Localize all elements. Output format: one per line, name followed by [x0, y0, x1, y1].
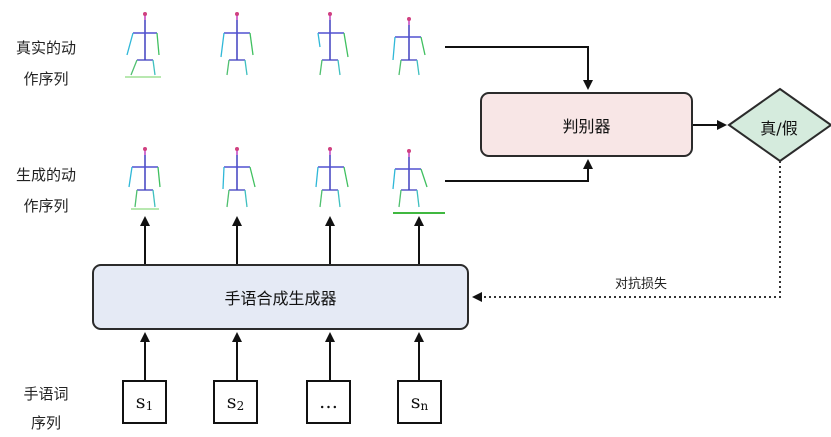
discriminator-box: 判别器 [480, 92, 693, 157]
real-pose-figure-2 [220, 12, 254, 76]
word-token-ellipsis: … [306, 380, 351, 424]
real-sequence-label-line1: 真实的动 [15, 39, 76, 57]
word-token-ellipsis-base: … [319, 391, 338, 413]
decision-label: 真/假 [760, 119, 798, 138]
word-token-2-subscript: 2 [236, 399, 245, 413]
word-sequence-label: 手语词 序列 [6, 384, 86, 434]
arrow-real-to-discriminator [445, 46, 593, 90]
generated-pose-figure-4 [392, 149, 445, 214]
adversarial-loss-arrow [472, 161, 781, 302]
decision-diamond [727, 87, 831, 163]
arrow-generated-to-discriminator [445, 159, 593, 182]
adversarial-loss-label: 对抗损失 [615, 277, 668, 292]
word-token-1-base: s [135, 391, 146, 413]
generated-pose-figure-2 [222, 147, 256, 208]
word-token-n-subscript: n [420, 399, 429, 413]
word-sequence-label-line2: 序列 [30, 414, 61, 432]
real-sequence-label: 真实的动 作序列 [6, 38, 86, 90]
generated-pose-figure-1 [128, 147, 161, 210]
word-token-2-base: s [226, 391, 237, 413]
word-sequence-label-line1: 手语词 [23, 385, 69, 403]
real-sequence-label-line2: 作序列 [23, 70, 69, 88]
generator-box: 手语合成生成器 [92, 264, 469, 330]
real-pose-figure-3 [317, 12, 349, 76]
generated-sequence-label-line2: 作序列 [23, 197, 69, 215]
generated-pose-figure-3 [315, 147, 349, 208]
real-pose-figure-4 [392, 17, 426, 76]
generated-sequence-label: 生成的动 作序列 [6, 165, 86, 217]
generator-label: 手语合成生成器 [224, 289, 337, 308]
discriminator-label: 判别器 [562, 116, 611, 136]
generated-sequence-label-line1: 生成的动 [15, 166, 76, 184]
word-token-n-base: s [410, 391, 421, 413]
word-token-1-subscript: 1 [145, 399, 154, 413]
real-pose-figure-1 [125, 12, 161, 78]
